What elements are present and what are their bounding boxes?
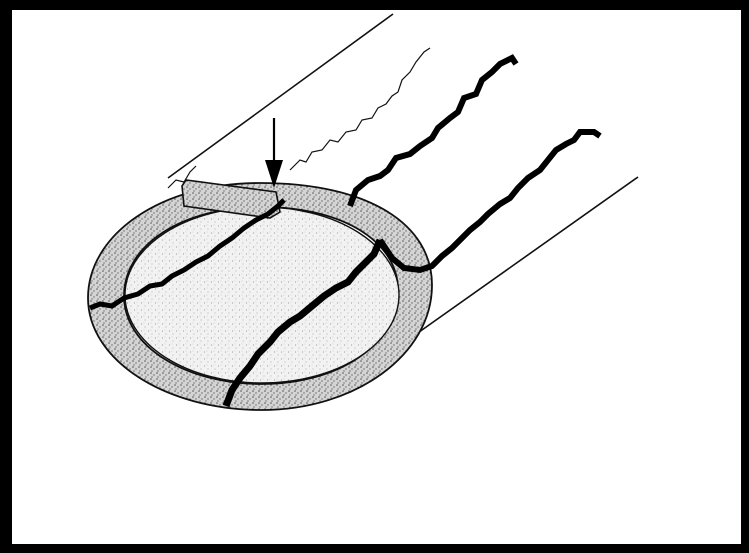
down-arrow-icon (265, 118, 283, 188)
crack-upper-right (350, 58, 516, 206)
pipe-bore (125, 207, 399, 383)
pipe-upper-edge (168, 14, 393, 178)
